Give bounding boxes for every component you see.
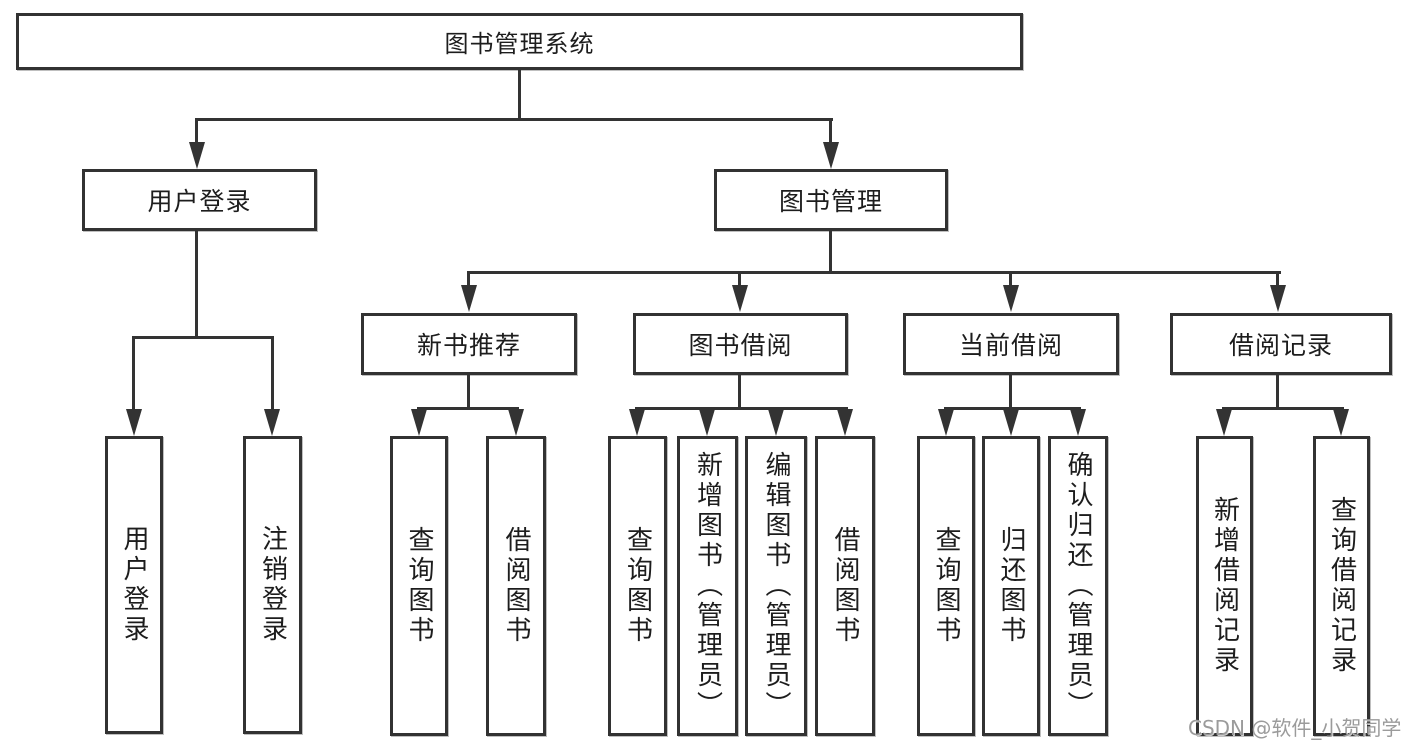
leaf-label: 新增借阅记录 — [1209, 496, 1240, 676]
node-library-management-system: 图书管理系统 — [16, 13, 1023, 70]
leaf-label: 新增图书（管理员） — [692, 451, 723, 721]
leaf-label: 借阅图书 — [830, 526, 860, 646]
node-new-book-recommendation: 新书推荐 — [361, 313, 577, 375]
arrowhead-current-borrow — [1003, 285, 1019, 312]
arrowhead-sec3-leaf1 — [1333, 409, 1349, 436]
node-label: 新书推荐 — [416, 331, 521, 360]
connector-root-stem — [518, 70, 521, 118]
leaf-logout: 注销登录 — [243, 436, 302, 734]
connector-sec0-rail — [417, 407, 519, 410]
leaf-bb-edit-books-admin: 编辑图书（管理员） — [745, 436, 807, 736]
leaf-cb-query-books: 查询图书 — [917, 436, 975, 736]
leaf-bb-query-books: 查询图书 — [608, 436, 667, 736]
connector-current-borrow-drop — [1009, 271, 1012, 287]
node-label: 用户登录 — [147, 187, 252, 216]
node-label: 图书管理系统 — [444, 30, 595, 58]
connector-sec3-rail — [1222, 407, 1344, 410]
csdn-watermark: CSDN @软件_小贺同学 — [1188, 716, 1402, 740]
leaf-cb-confirm-return-admin: 确认归还（管理员） — [1048, 436, 1108, 736]
leaf-label: 确认归还（管理员） — [1063, 451, 1093, 721]
leaf-bb-add-books-admin: 新增图书（管理员） — [677, 436, 738, 736]
leaf-rec-query-books: 查询图书 — [390, 436, 448, 736]
node-borrowing-records: 借阅记录 — [1170, 313, 1392, 375]
arrowhead-book-mgmt — [823, 142, 839, 169]
leaf-rec-borrow-books: 借阅图书 — [486, 436, 546, 736]
leaf-br-add-record: 新增借阅记录 — [1196, 436, 1253, 736]
arrowhead-logout-leaf — [264, 409, 280, 436]
connector-new-book-drop — [467, 271, 470, 287]
arrowhead-sec2-leaf1 — [1003, 409, 1019, 436]
node-label: 借阅记录 — [1228, 331, 1333, 360]
arrowhead-sec0-leaf0 — [411, 409, 427, 436]
leaf-label: 用户登录 — [119, 525, 149, 645]
arrowhead-user-login — [189, 142, 205, 169]
connector-sec2-rail — [944, 407, 1081, 410]
node-user-login: 用户登录 — [82, 169, 317, 231]
arrowhead-sec0-leaf1 — [508, 409, 524, 436]
connector-user-login-rail — [132, 336, 274, 339]
leaf-user-login: 用户登录 — [105, 436, 163, 734]
arrowhead-login-leaf — [126, 409, 142, 436]
node-label: 图书借阅 — [688, 331, 793, 360]
connector-login-leaf-drop — [132, 336, 135, 411]
connector-sec0-stem — [467, 375, 470, 410]
node-book-borrowing: 图书借阅 — [633, 313, 848, 375]
connector-book-borrow-drop — [738, 271, 741, 287]
arrowhead-sec2-leaf2 — [1070, 409, 1086, 436]
connector-user-login-stem — [195, 231, 198, 336]
connector-sec1-rail — [635, 407, 848, 410]
arrowhead-borrow-record — [1270, 285, 1286, 312]
arrowhead-sec1-leaf3 — [837, 409, 853, 436]
connector-book-mgmt-stem — [829, 231, 832, 271]
node-book-management: 图书管理 — [714, 169, 948, 231]
node-label: 当前借阅 — [958, 331, 1063, 360]
arrowhead-sec1-leaf2 — [768, 409, 784, 436]
leaf-label: 查询图书 — [931, 526, 961, 646]
leaf-label: 查询图书 — [622, 526, 653, 646]
connector-logout-leaf-drop — [271, 336, 274, 411]
connector-borrow-record-drop — [1276, 271, 1279, 287]
leaf-label: 归还图书 — [996, 526, 1026, 646]
arrowhead-sec2-leaf0 — [938, 409, 954, 436]
arrowhead-book-borrow — [732, 285, 748, 312]
node-label: 图书管理 — [778, 187, 883, 216]
arrowhead-sec3-leaf0 — [1216, 409, 1232, 436]
connector-sec1-stem — [738, 375, 741, 410]
leaf-label: 注销登录 — [257, 525, 288, 645]
connector-sec2-stem — [1009, 375, 1012, 410]
node-current-borrowing: 当前借阅 — [903, 313, 1119, 375]
arrowhead-sec1-leaf1 — [699, 409, 715, 436]
arrowhead-sec1-leaf0 — [629, 409, 645, 436]
leaf-cb-return-books: 归还图书 — [982, 436, 1040, 736]
leaf-label: 查询图书 — [404, 526, 434, 646]
leaf-label: 借阅图书 — [501, 526, 531, 646]
leaf-bb-borrow-books: 借阅图书 — [815, 436, 875, 736]
connector-level2-rail — [195, 118, 833, 121]
connector-level3-rail — [467, 271, 1281, 274]
leaf-label: 查询借阅记录 — [1326, 496, 1357, 676]
connector-book-mgmt-drop — [829, 118, 832, 146]
connector-user-login-drop — [195, 118, 198, 146]
arrowhead-new-book-rec — [461, 285, 477, 312]
leaf-br-query-record: 查询借阅记录 — [1313, 436, 1370, 736]
leaf-label: 编辑图书（管理员） — [761, 451, 791, 721]
connector-sec3-stem — [1276, 375, 1279, 410]
